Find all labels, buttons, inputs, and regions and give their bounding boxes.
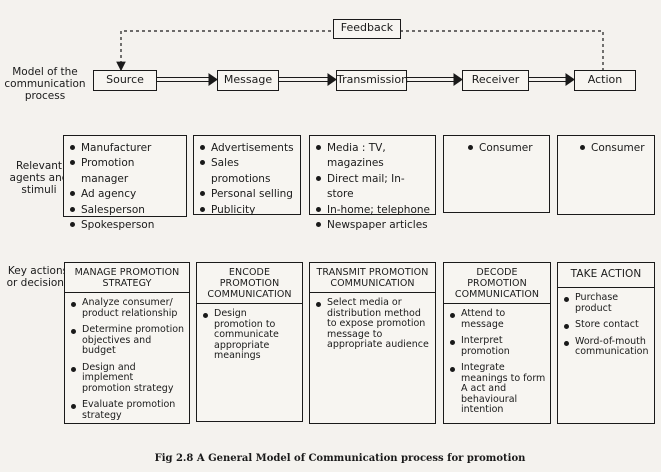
list-item: Newspaper articles [314,218,431,233]
divider [310,292,435,293]
list-item: Advertisements [198,141,296,156]
divider [65,292,189,293]
list-item: Consumer [578,141,650,156]
action-box-encode: ENCODE PROMOTION COMMUNICATION Design pr… [196,262,303,422]
action-box-take: TAKE ACTION Purchase product Store conta… [557,262,655,424]
list-item: Publicity [198,203,296,218]
list-item: Select media or distribution method to e… [314,297,431,351]
agents-box-message: Advertisements Sales promotions Personal… [193,135,301,218]
list-item: Interpret promotion [448,335,546,357]
flow-arrow-1 [157,73,218,86]
list-item: Analyze consumer/ product relationship [69,297,185,319]
flow-arrow-2 [279,73,337,86]
row-label-actions: Key actions or decisions [6,265,70,289]
agents-box-source: Manufacturer Promotion manager Ad agency… [63,135,187,231]
list-item: Direct mail; In-store [314,172,431,203]
list-item: Media : TV, magazines [314,141,431,172]
action-title: DECODE PROMOTION COMMUNICATION [454,267,540,300]
agents-box-action: Consumer [557,135,655,215]
action-box-transmit: TRANSMIT PROMOTION COMMUNICATION Select … [309,262,436,424]
action-box-manage: MANAGE PROMOTION STRATEGY Analyze consum… [64,262,190,424]
action-title: TRANSMIT PROMOTION COMMUNICATION [316,267,429,289]
list-item: Evaluate promotion strategy [69,399,185,421]
list-item: Attend to message [448,308,546,330]
list-item: Design promotion to communicate appropri… [201,308,298,362]
action-title: ENCODE PROMOTION COMMUNICATION [207,267,292,300]
action-title: TAKE ACTION [570,268,642,280]
flow-box-message: Message [217,70,279,91]
feedback-label: Feedback [340,21,394,34]
list-item: Personal selling [198,187,296,202]
agents-box-transmission: Media : TV, magazines Direct mail; In-st… [309,135,436,231]
feedback-loop [116,30,604,72]
action-title: MANAGE PROMOTION STRATEGY [74,267,180,289]
divider [558,287,654,288]
divider [197,303,302,304]
list-item: Word-of-mouth communication [562,336,650,358]
list-item: Spokesperson [68,218,182,233]
flow-arrow-4 [529,73,575,86]
list-item: Integrate meanings to form A act and beh… [448,362,546,416]
list-item: Consumer [466,141,545,156]
flow-box-action: Action [574,70,636,91]
list-item: Promotion manager [68,156,182,187]
list-item: Ad agency [68,187,182,202]
list-item: Salesperson [68,203,182,218]
feedback-box: Feedback [333,19,401,39]
list-item: Purchase product [562,292,650,314]
flow-box-transmission: Transmission [336,70,408,91]
action-box-decode: DECODE PROMOTION COMMUNICATION Attend to… [443,262,551,424]
row-label-model: Model of the communication process [4,66,86,102]
divider [444,303,550,304]
flow-box-receiver: Receiver [462,70,529,91]
list-item: Manufacturer [68,141,182,156]
figure-caption: Fig 2.8 A General Model of Communication… [154,453,526,464]
flow-arrow-3 [407,73,463,86]
agents-box-receiver: Consumer [443,135,550,213]
list-item: Determine promotion objectives and budge… [69,324,185,357]
list-item: Design and implement promotion strategy [69,362,185,395]
list-item: Sales promotions [198,156,296,187]
flow-box-source: Source [93,70,157,91]
list-item: In-home; telephone [314,203,431,218]
list-item: Store contact [562,319,650,331]
row-label-agents: Relevant agents and stimuli [9,160,69,196]
